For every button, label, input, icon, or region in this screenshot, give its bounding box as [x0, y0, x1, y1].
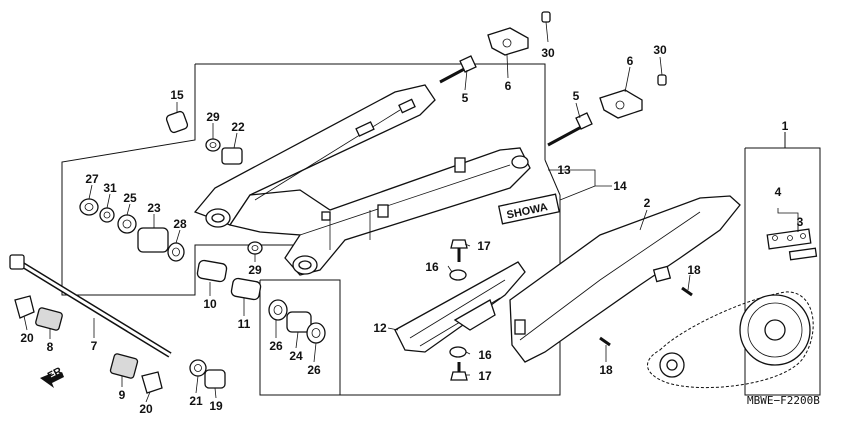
drive-chain: [647, 228, 818, 389]
callout-10: 10: [203, 297, 217, 311]
callout-27: 27: [85, 172, 99, 186]
callout-24: 24: [289, 349, 303, 363]
callout-6-upper: 6: [505, 79, 512, 93]
callout-5-upper: 5: [462, 91, 469, 105]
callout-18-lower: 18: [599, 363, 613, 377]
callout-23: 23: [147, 201, 161, 215]
callout-6-lower: 6: [627, 54, 634, 68]
callout-11: 11: [238, 317, 251, 331]
callout-8: 8: [47, 340, 54, 354]
callout-5-lower: 5: [573, 89, 580, 103]
callout-17-lower: 17: [478, 369, 492, 383]
showa-decal: SHOWA: [497, 193, 561, 225]
callout-31: 31: [103, 181, 117, 195]
callout-14: 14: [613, 179, 627, 193]
callout-30-upper: 30: [541, 46, 555, 60]
small-parts: [14, 11, 693, 394]
callout-22: 22: [231, 120, 245, 134]
chain-case: [509, 195, 741, 363]
callout-4: 4: [775, 185, 782, 199]
callout-16-lower: 16: [478, 348, 492, 362]
callout-29-lower: 29: [248, 263, 262, 277]
pivot-shaft: [9, 254, 172, 358]
callout-15: 15: [170, 88, 184, 102]
callout-7: 7: [91, 339, 98, 353]
callout-25: 25: [123, 191, 137, 205]
callout-13: 13: [557, 163, 571, 177]
callout-26-right: 26: [307, 363, 321, 377]
callout-18-upper: 18: [687, 263, 701, 277]
callout-29-upper: 29: [206, 110, 220, 124]
callout-9: 9: [119, 388, 126, 402]
diagram-code: MBWE−F2200B: [747, 394, 820, 407]
callout-30-lower: 30: [653, 43, 667, 57]
callout-20-left: 20: [20, 331, 34, 345]
front-direction-arrow: FR: [40, 365, 64, 388]
callout-20-right: 20: [139, 402, 153, 416]
callout-19: 19: [209, 399, 223, 413]
callout-3: 3: [797, 215, 804, 229]
callout-26-left: 26: [269, 339, 283, 353]
leader-lines: [23, 21, 799, 403]
callout-12: 12: [373, 321, 387, 335]
callout-21: 21: [189, 394, 203, 408]
swingarm: [193, 84, 531, 276]
callout-17-upper: 17: [477, 239, 491, 253]
callout-16-upper: 16: [425, 260, 439, 274]
callout-2: 2: [644, 196, 651, 210]
callout-labels: 1 2 3 4 5 5 6 6 7 8 9 10 11 12 13 14 15 …: [20, 43, 803, 416]
chain-slider: [394, 261, 526, 353]
callout-1: 1: [782, 119, 789, 133]
callout-28: 28: [173, 217, 187, 231]
